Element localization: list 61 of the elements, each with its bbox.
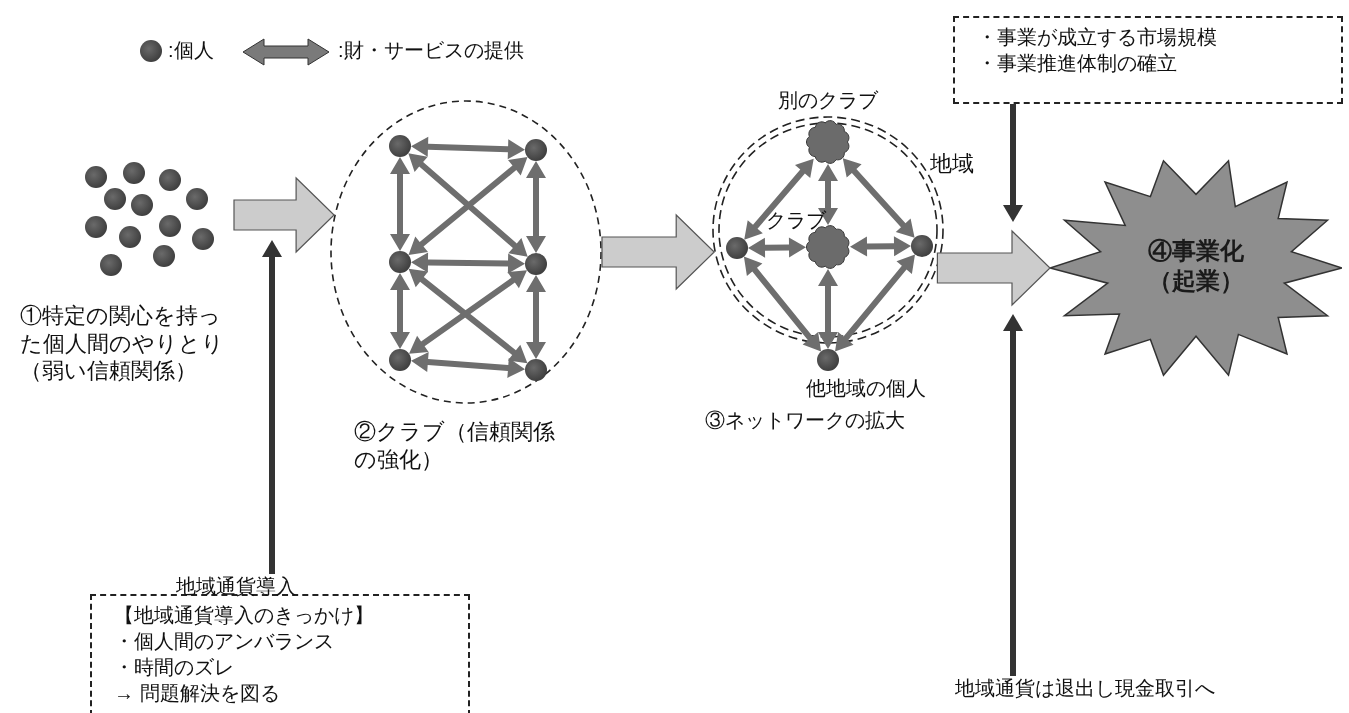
dot (726, 237, 748, 259)
stage-caption: ①特定の関心を持った個人間のやりとり（弱い信頼関係） (20, 302, 225, 385)
note-text: 【地域通貨導入のきっかけ】 (114, 603, 375, 628)
area-label: 地域 (930, 150, 974, 178)
note-box (953, 16, 1343, 104)
dot (525, 139, 547, 161)
stage-caption: ④事業化（起業） (1147, 236, 1245, 296)
note-text: ・時間のズレ (114, 655, 235, 680)
dot (525, 359, 547, 381)
note-text: ・個人間のアンバランス (114, 629, 335, 654)
dot (131, 194, 153, 216)
double-arrow (743, 256, 822, 352)
double-arrow (526, 275, 546, 359)
dot (85, 216, 107, 238)
double-arrow (526, 161, 546, 253)
block-arrow (233, 176, 335, 254)
double-arrow (835, 254, 915, 352)
dot (525, 253, 547, 275)
double-arrow (744, 158, 814, 240)
dot (389, 349, 411, 371)
caption-text: 地域通貨導入 (176, 574, 302, 599)
stage-caption: ②クラブ（信頼関係の強化） (354, 418, 556, 473)
double-arrow (390, 273, 410, 349)
dot (159, 215, 181, 237)
legend-text: :個人 (168, 38, 214, 63)
note-text: ・事業が成立する市場規模 (977, 25, 1218, 50)
double-arrow (818, 164, 838, 225)
block-arrow (601, 213, 716, 291)
stage-caption: ③ネットワークの拡大 (705, 408, 905, 433)
block-arrow (936, 229, 1051, 307)
double-arrow (842, 158, 915, 238)
dot (817, 349, 839, 371)
dot (119, 226, 141, 248)
double-arrow (411, 252, 525, 274)
dot (186, 188, 208, 210)
double-arrow (411, 352, 525, 378)
dot (159, 169, 181, 191)
double-arrow (390, 157, 410, 251)
dot (389, 135, 411, 157)
dot (911, 235, 933, 257)
arrow (1003, 314, 1023, 676)
node-caption: 別のクラブ (778, 88, 878, 113)
legend-text: :財・サービスの提供 (338, 38, 524, 63)
dot (85, 166, 107, 188)
dot (104, 188, 126, 210)
note-text: ・事業推進体制の確立 (977, 51, 1178, 76)
caption-text: 地域通貨は退出し現金取引へ (955, 676, 1221, 701)
double-arrow (850, 236, 911, 257)
dot (389, 251, 411, 273)
arrow (1003, 104, 1023, 222)
double-arrow (411, 136, 525, 160)
note-text: → 問題解決を図る (114, 681, 281, 706)
double-arrow (818, 269, 838, 349)
double-arrow (748, 237, 806, 258)
arrow (262, 240, 282, 574)
node-caption: クラブ (766, 208, 826, 233)
node-caption: 他地域の個人 (806, 376, 926, 401)
dot (153, 245, 175, 267)
dot (100, 254, 122, 276)
dot (123, 162, 145, 184)
dot (192, 228, 214, 250)
